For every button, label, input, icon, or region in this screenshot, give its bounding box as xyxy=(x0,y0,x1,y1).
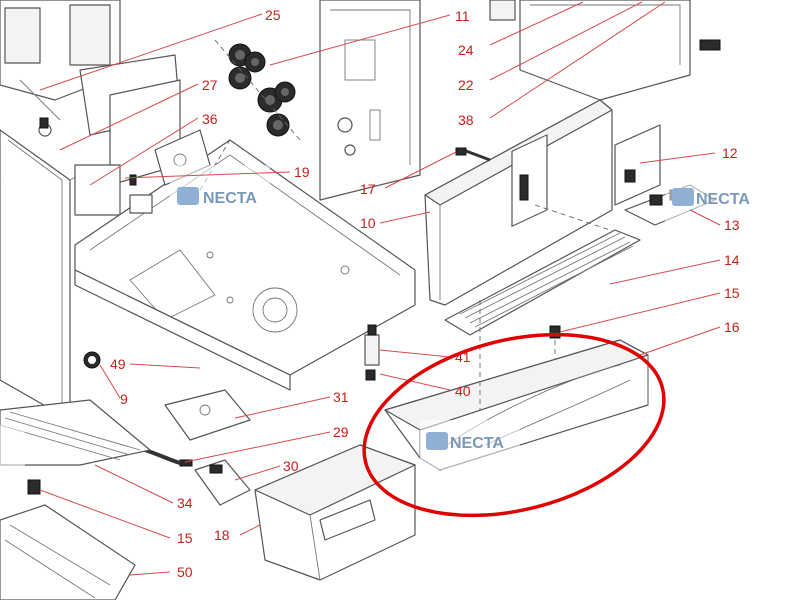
part-40-spring xyxy=(365,369,376,381)
highlight-circle-part-16 xyxy=(362,332,666,518)
callout-9: 9 xyxy=(120,391,128,407)
part-30-connector xyxy=(194,459,251,506)
part-17-bolt xyxy=(455,147,491,162)
part-29-sensor xyxy=(144,448,193,467)
leader-lines xyxy=(39,1,721,576)
part-31-block xyxy=(164,389,251,441)
part-19-screw xyxy=(129,174,153,214)
part-12-side-door xyxy=(614,124,661,206)
callout-50: 50 xyxy=(177,564,193,580)
part-34-lower-grid xyxy=(0,399,151,466)
callout-29: 29 xyxy=(333,424,349,440)
callout-10: 10 xyxy=(360,215,376,231)
left-side-panel xyxy=(0,129,81,421)
callout-34: 34 xyxy=(177,495,193,511)
right-upper-panel xyxy=(489,0,721,101)
svg-text:NECTA: NECTA xyxy=(696,191,750,208)
callout-49: 49 xyxy=(110,356,126,372)
callout-labels: 25 11 24 22 38 27 36 19 17 12 10 13 14 1… xyxy=(110,7,740,580)
callout-11: 11 xyxy=(455,8,470,24)
callout-22: 22 xyxy=(458,77,474,93)
part-9-ring xyxy=(83,351,101,369)
callout-17: 17 xyxy=(360,181,376,197)
callout-31: 31 xyxy=(333,389,349,405)
necta-watermark-4 xyxy=(0,425,25,470)
callout-30: 30 xyxy=(283,458,299,474)
callout-24: 24 xyxy=(458,42,474,58)
callout-12: 12 xyxy=(722,145,738,161)
callout-25: 25 xyxy=(265,7,281,23)
part-14-drip-grid xyxy=(444,229,641,336)
part-15-left-foot xyxy=(27,479,41,495)
callout-18: 18 xyxy=(214,527,230,543)
callout-36: 36 xyxy=(202,111,218,127)
part-50-base-tray xyxy=(0,504,136,600)
callout-15a: 15 xyxy=(724,285,740,301)
part-10-front-housing xyxy=(424,99,613,306)
callout-15b: 15 xyxy=(177,530,193,546)
necta-watermark-2: NECTA xyxy=(665,168,765,228)
part-11-rear-panel xyxy=(319,0,421,201)
svg-text:NECTA: NECTA xyxy=(450,435,504,452)
part-18-grounds-bin xyxy=(254,444,416,581)
callout-19: 19 xyxy=(294,164,310,180)
callout-27: 27 xyxy=(202,77,218,93)
callout-13: 13 xyxy=(724,217,740,233)
svg-text:NECTA: NECTA xyxy=(203,190,257,207)
upper-frame-assembly xyxy=(0,0,181,216)
part-25-hoses xyxy=(214,39,301,141)
callout-40: 40 xyxy=(455,383,471,399)
base-plate xyxy=(74,139,416,391)
callout-14: 14 xyxy=(724,252,740,268)
callout-38: 38 xyxy=(458,112,474,128)
necta-watermark-1: NECTA xyxy=(170,165,270,225)
part-41-fitting xyxy=(364,324,380,366)
callout-16: 16 xyxy=(724,319,740,335)
necta-watermark-3: NECTA xyxy=(420,420,520,470)
